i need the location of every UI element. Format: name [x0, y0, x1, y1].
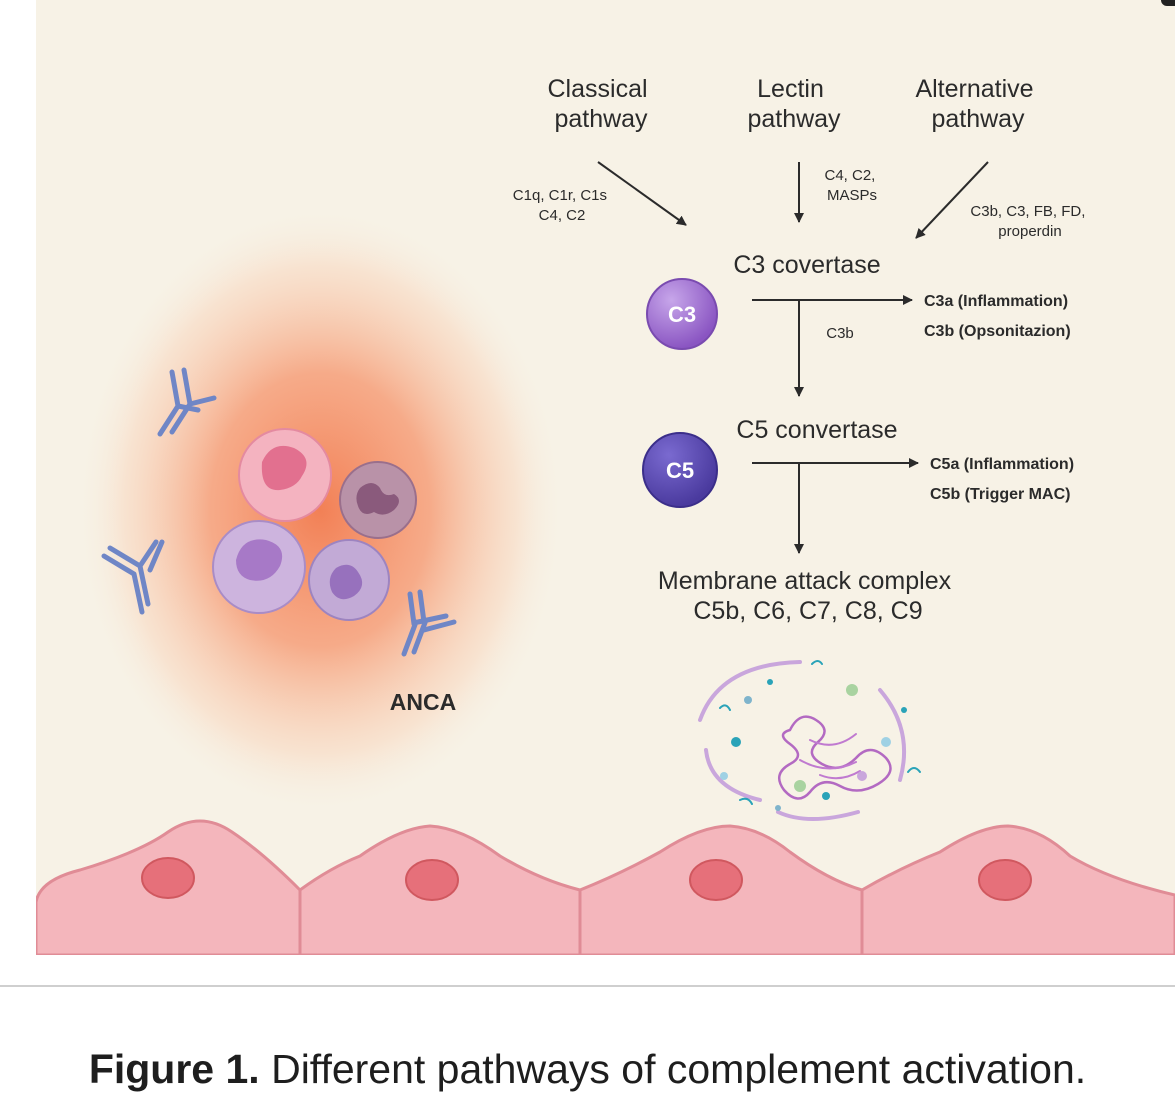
endothelial-cell [860, 824, 1175, 955]
c5-products: C5a (Inflammation) C5b (Trigger MAC) [930, 456, 1078, 503]
mac-label: Membrane attack complex C5b, C6, C7, C8,… [658, 567, 958, 625]
c3-node-label: C3 [668, 302, 696, 327]
c5-convertase-label: C5 convertase [736, 416, 897, 444]
c3b-label: C3b [826, 325, 854, 342]
corner-mark [1161, 0, 1175, 6]
endothelial-cell [578, 824, 864, 955]
neutrophil-cell [212, 520, 306, 614]
alternative-pathway-label: Alternative pathway [915, 75, 1040, 133]
neutrophil-cell [238, 428, 332, 522]
figure-panel: ANCA Classical pathway Lectin pathway Al… [36, 0, 1175, 955]
antibody-icon [157, 367, 217, 437]
neutrophil-cell [339, 461, 417, 539]
caption-label: Figure 1. [88, 1046, 260, 1092]
endothelial-cell [298, 824, 582, 955]
page-divider [0, 985, 1175, 987]
alternative-factors: C3b, C3, FB, FD, properdin [970, 203, 1089, 240]
endothelial-cell [36, 819, 302, 955]
classical-factors: C1q, C1r, C1s C4, C2 [513, 187, 611, 224]
caption-text: Different pathways of complement activat… [259, 1046, 1087, 1092]
classical-arrow [597, 161, 687, 226]
classical-pathway-label: Classical pathway [548, 75, 655, 133]
antibody-icon [401, 589, 457, 657]
anca-label: ANCA [390, 689, 456, 715]
inflammation-glow [75, 205, 565, 815]
lectin-factors: C4, C2, MASPs [824, 167, 879, 204]
c3-products: C3a (Inflammation) C3b (Opsonitazion) [924, 293, 1072, 340]
c3-convertase-label: C3 covertase [733, 251, 880, 279]
lectin-pathway-label: Lectin pathway [747, 75, 841, 133]
c5-node-label: C5 [666, 458, 694, 483]
figure-caption: Figure 1. Different pathways of compleme… [0, 1046, 1175, 1093]
antibody-icon [101, 539, 165, 615]
c3-node [646, 278, 718, 350]
complement-diagram: ANCA Classical pathway Lectin pathway Al… [36, 75, 1175, 955]
c5-node [642, 432, 718, 508]
alternative-arrow [915, 161, 989, 239]
neutrophil-cell [308, 539, 390, 621]
lysed-cell-debris [698, 660, 921, 821]
